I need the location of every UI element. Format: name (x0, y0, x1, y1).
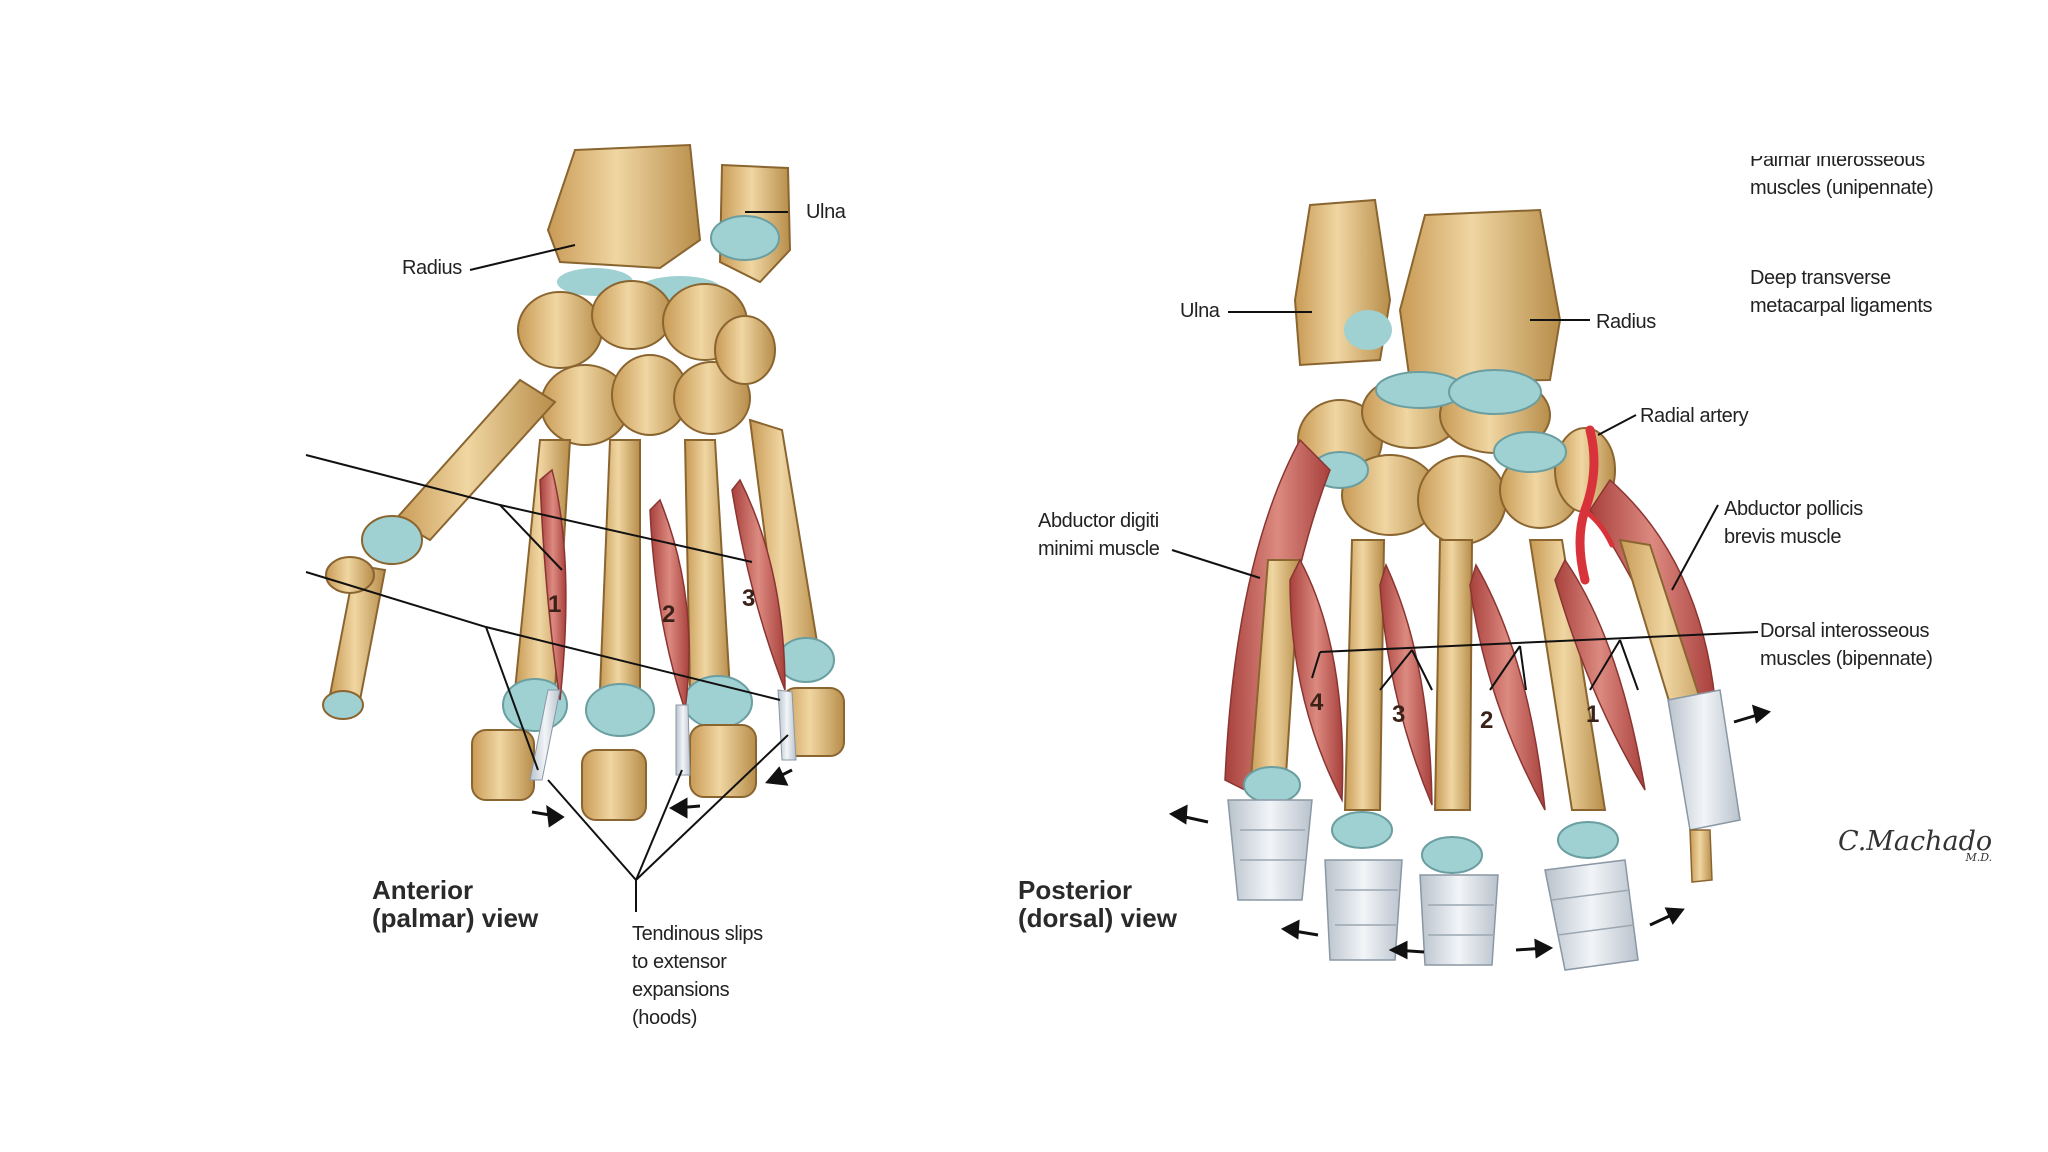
posterior-view-title: Posterior (dorsal) view (1018, 875, 1177, 933)
label-abductor-digiti-minimi: Abductor digiti minimi muscle (1038, 510, 1160, 560)
label-deep-transverse-metacarpal: Deep transverse metacarpal ligaments (1750, 267, 1933, 317)
palmar-muscle-number-2: 2 (662, 601, 675, 628)
palmar-muscle-number-3: 3 (742, 585, 755, 612)
artist-signature: C.Machado M.D. (1838, 826, 1993, 864)
label-tendinous-slips: Tendinous slips to extensor expansions (… (632, 923, 763, 1029)
label-dorsal-interosseous: Dorsal interosseous muscles (bipennate) (1760, 620, 1933, 670)
label-radius-anterior: Radius (402, 257, 462, 279)
dorsal-muscle-number-4: 4 (1310, 689, 1324, 716)
label-radial-artery: Radial artery (1640, 405, 1749, 427)
anterior-view-title: Anterior (palmar) view (372, 875, 539, 933)
label-ulna-anterior: Ulna (806, 201, 846, 223)
dorsal-muscle-number-3: 3 (1392, 701, 1405, 728)
anterior-hand-figure: 1 2 3 (305, 143, 845, 912)
label-abductor-pollicis-brevis: Abductor pollicis brevis muscle (1724, 498, 1863, 548)
dorsal-muscle-number-1: 1 (1586, 701, 1599, 728)
posterior-hand-figure: 4 3 2 1 (1168, 198, 1772, 971)
palmar-muscle-number-1: 1 (548, 591, 561, 618)
label-radius-posterior: Radius (1596, 311, 1656, 333)
dorsal-muscle-number-2: 2 (1480, 707, 1493, 734)
label-ulna-posterior: Ulna (1180, 300, 1220, 322)
label-palmar-interosseous: Palmar interosseous muscles (unipennate) (1750, 149, 1934, 199)
